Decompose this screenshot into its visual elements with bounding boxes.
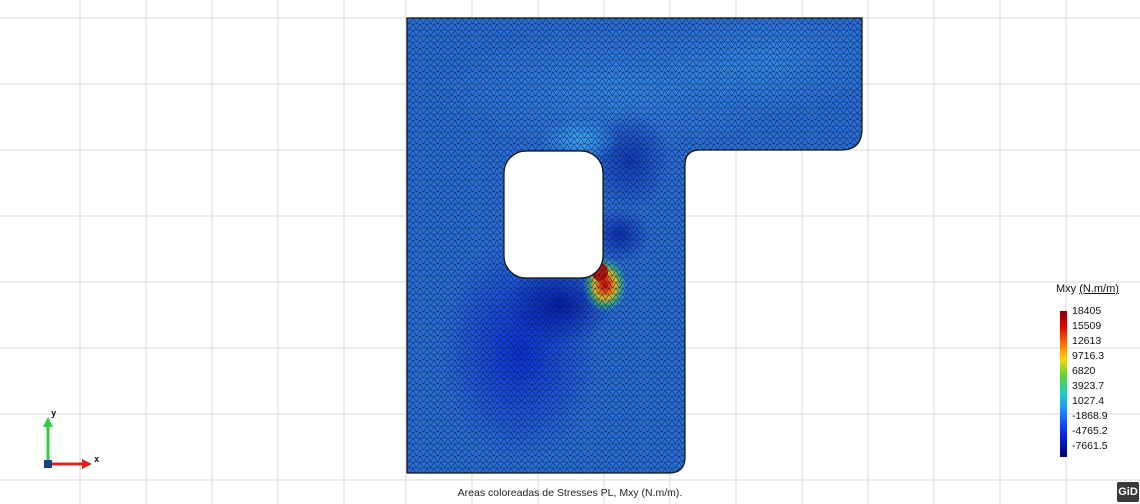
gid-logo-button[interactable]: GiD: [1117, 482, 1139, 502]
legend-value: 1027.4: [1072, 395, 1105, 407]
axis-x-label: x: [94, 455, 100, 465]
legend-title: Mxy (N.m/m): [1056, 283, 1119, 295]
plate-hole: [503, 150, 604, 279]
axis-triad: [43, 417, 92, 469]
legend-value: 12613: [1072, 335, 1102, 347]
legend-value: 18405: [1072, 305, 1102, 317]
stress-plate[interactable]: [400, 10, 880, 480]
legend-value: 6820: [1072, 365, 1096, 377]
legend-unit: (N.m/m): [1079, 283, 1119, 295]
legend-labels: 18405 15509 12613 9716.3 6820 3923.7 102…: [1072, 305, 1136, 465]
legend-value: 9716.3: [1072, 350, 1105, 362]
plate-outline: [406, 17, 863, 474]
legend-color-bar: [1060, 311, 1067, 457]
legend-variable: Mxy: [1056, 283, 1077, 295]
legend-value: -7661.5: [1072, 440, 1108, 452]
legend-value: -4765.2: [1072, 425, 1108, 437]
legend-value: -1868.9: [1072, 410, 1108, 422]
legend-value: 15509: [1072, 320, 1102, 332]
legend-value: 3923.7: [1072, 380, 1105, 392]
axis-y-label: y: [51, 409, 57, 419]
result-caption: Areas coloreadas de Stresses PL, Mxy (N.…: [457, 487, 683, 499]
color-legend: Mxy (N.m/m) 18405 15509 12613 9716.3 682…: [1056, 283, 1136, 463]
